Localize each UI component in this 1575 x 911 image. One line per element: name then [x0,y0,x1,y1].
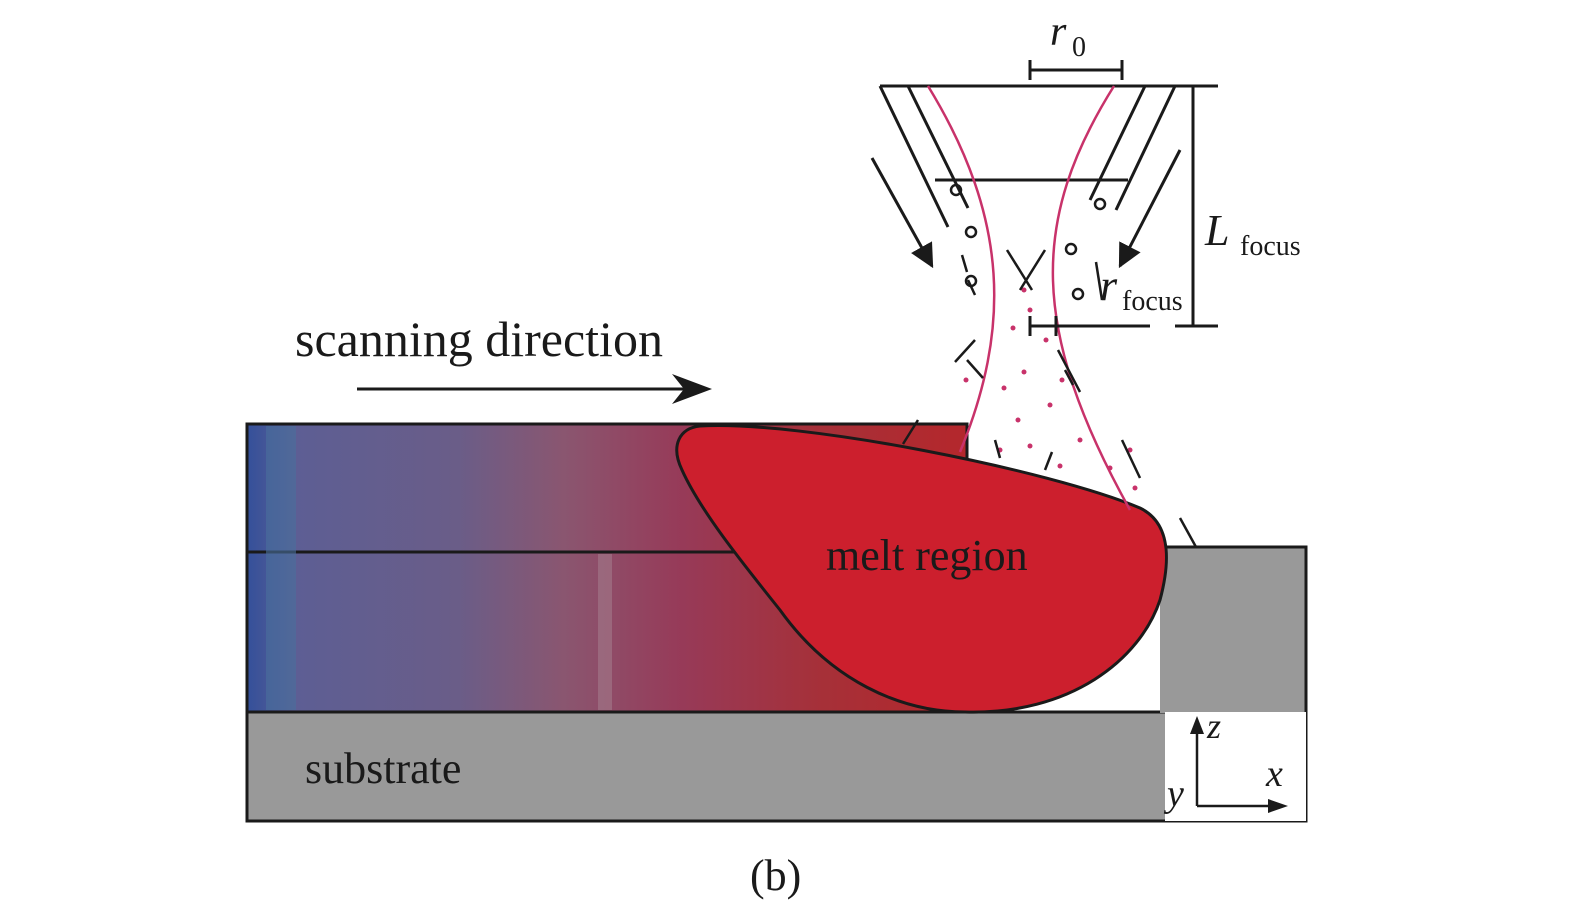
axis-x-label: x [1265,753,1283,795]
r0-dimension [1028,60,1124,80]
powder-dots [963,287,1138,491]
scanning-direction-label: scanning direction [295,311,663,367]
xyz-axes-icon [1165,712,1306,821]
nozzle [878,84,1218,228]
substrate-right-step [1160,547,1306,713]
layer-band-streak [598,554,612,710]
substrate-block [245,710,1308,823]
lfocus-symbol: L [1204,206,1229,255]
r0-subscript: 0 [1072,32,1086,63]
axis-y-label: y [1163,773,1184,815]
substrate-label: substrate [305,744,461,793]
rfocus-symbol: r [1100,261,1118,310]
lfocus-subscript: focus [1240,231,1301,262]
melt-region-label: melt region [826,531,1028,580]
arrow-right-icon [357,374,712,404]
figure-caption: (b) [750,851,801,900]
rfocus-dimension [1028,316,1150,336]
rfocus-subscript: focus [1122,286,1183,317]
r0-symbol: r [1050,9,1067,55]
layer-band-streak-left [266,426,296,710]
arrow-down-icon [870,149,1182,269]
axis-z-label: z [1206,706,1221,746]
laser-beam [926,85,1132,511]
melt-pool [675,424,1168,714]
lfocus-dimension [1175,86,1218,328]
powder-dashes [901,249,1198,548]
powder-particles [949,183,1107,301]
substrate-step-outline [1160,545,1308,712]
